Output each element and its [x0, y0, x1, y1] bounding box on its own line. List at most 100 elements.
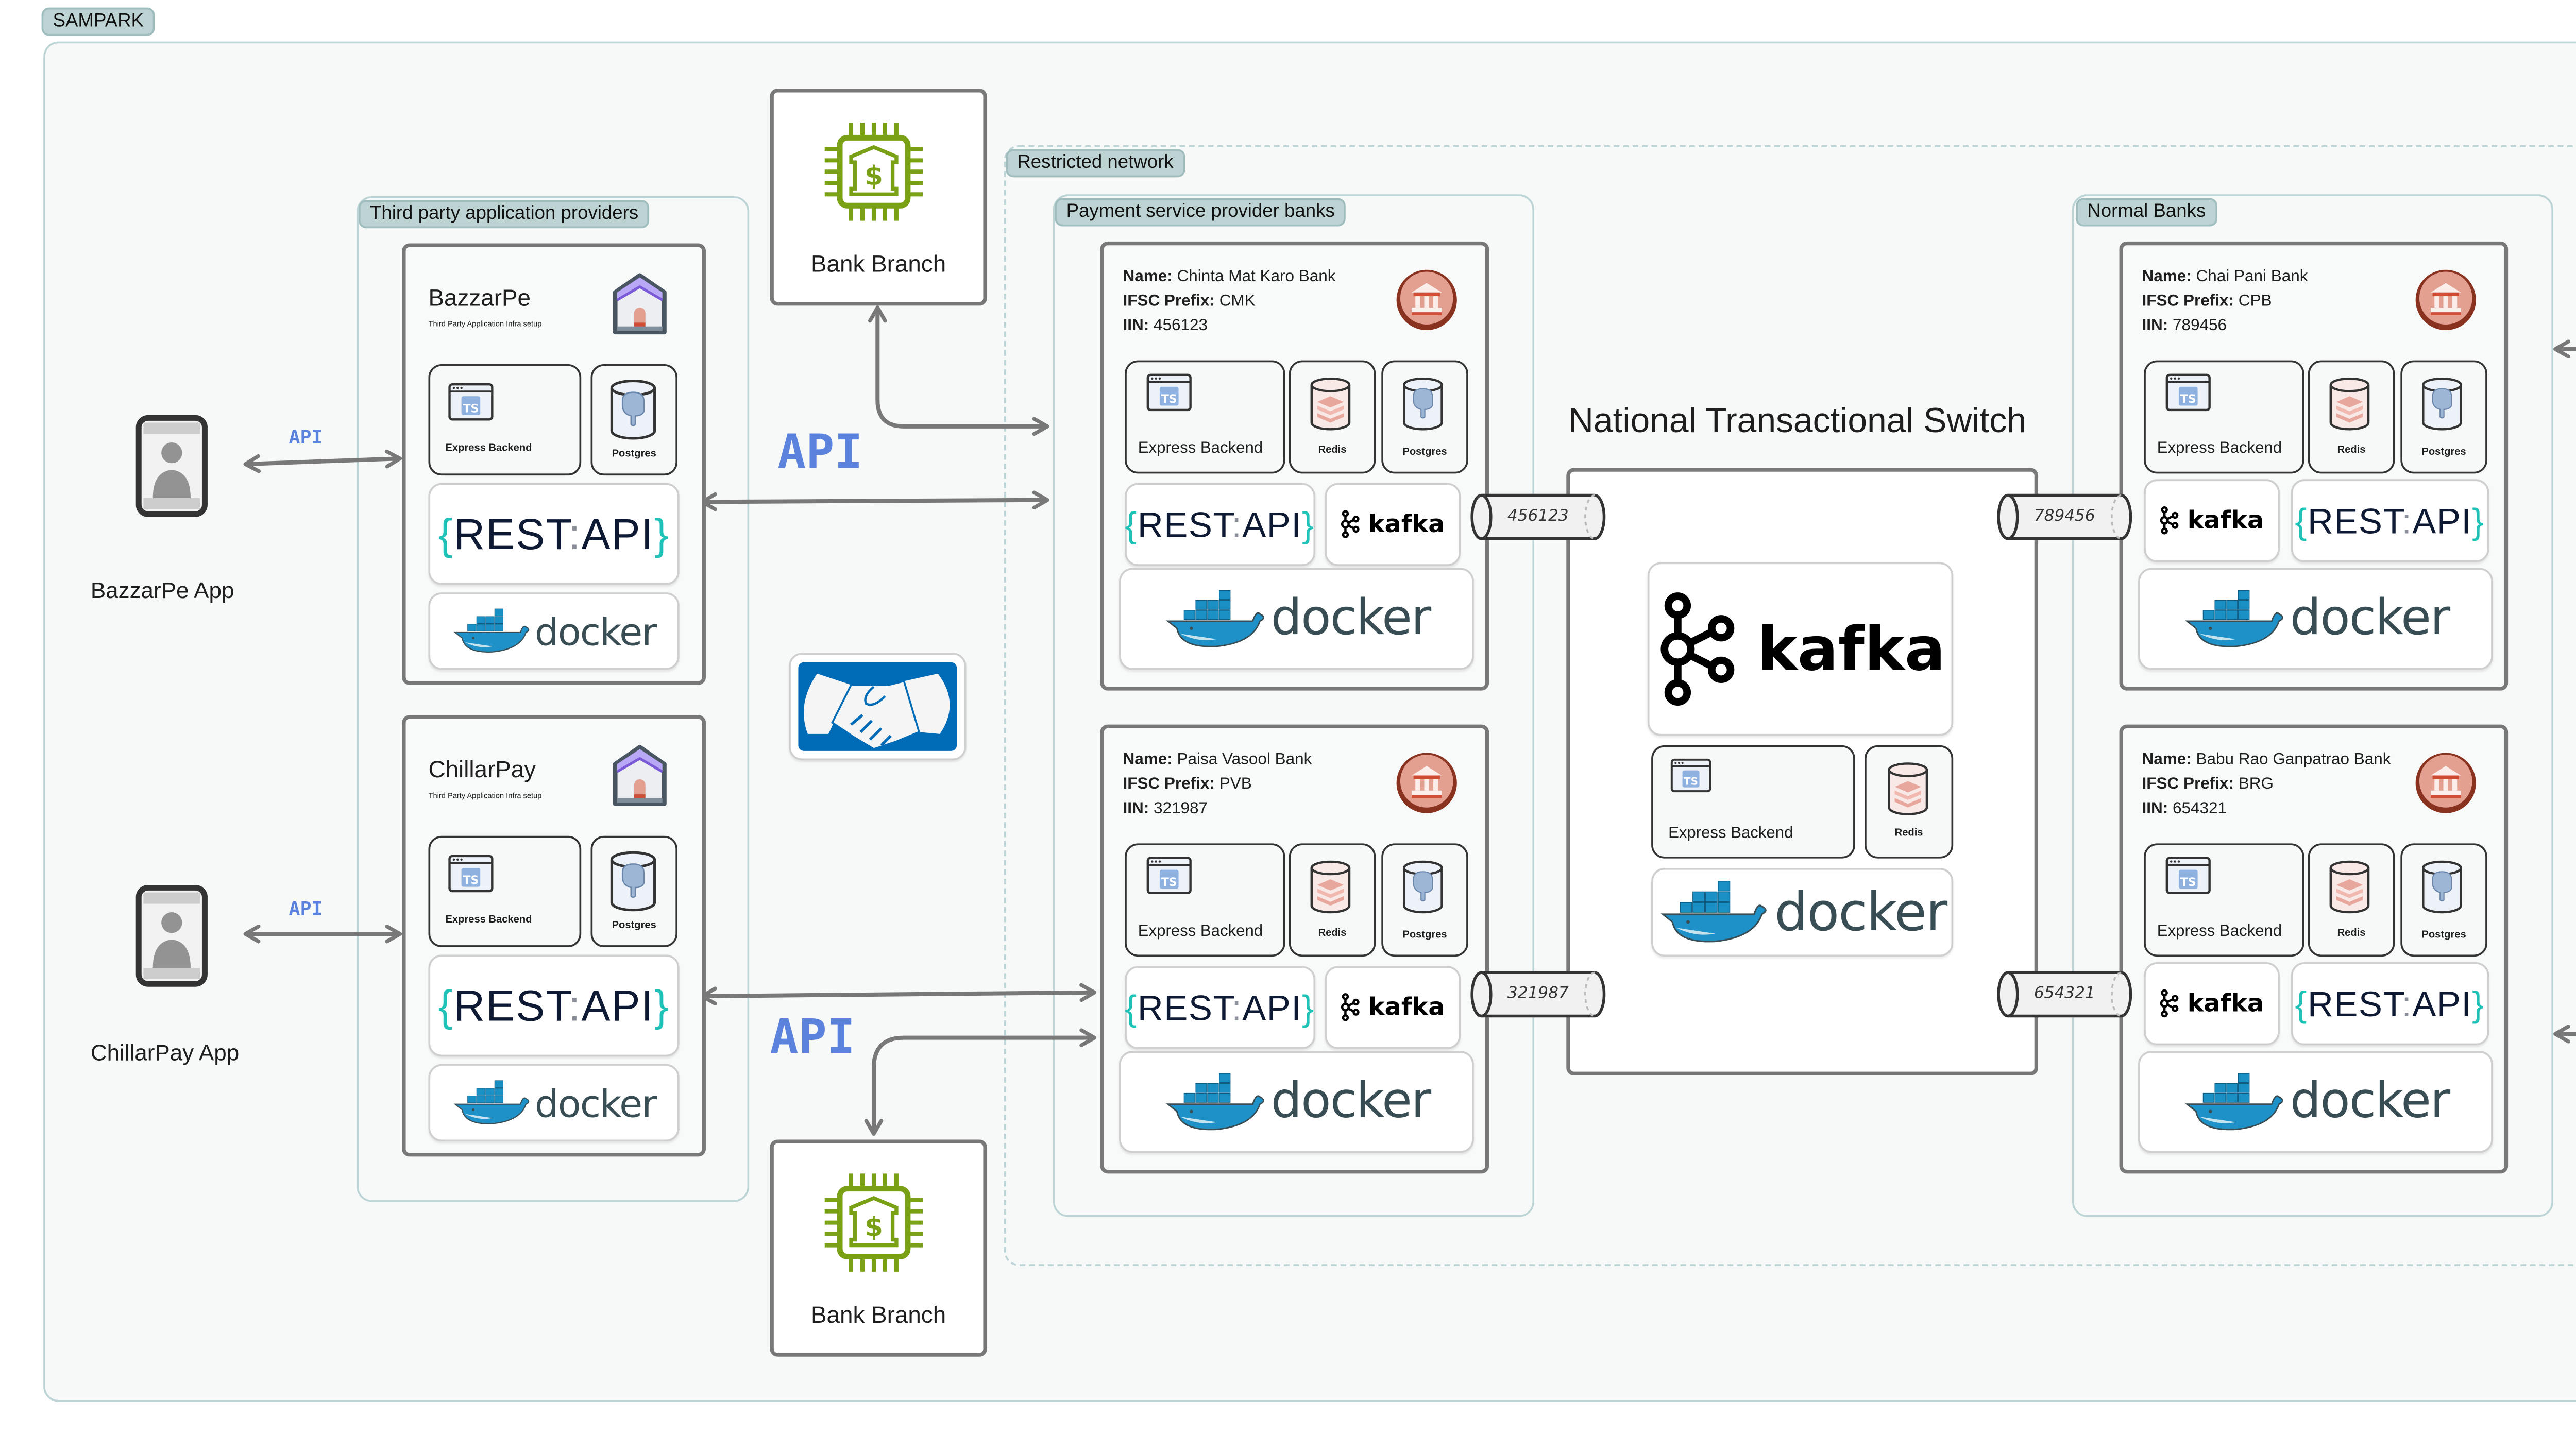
bank-branch-top[interactable]: $Bank Branch: [770, 89, 987, 306]
bank-postgres-label: Postgres: [2421, 930, 2466, 942]
bank-branch-bottom[interactable]: $Bank Branch: [770, 1139, 987, 1357]
rest-api-logo: {REST:API}: [1125, 503, 1315, 544]
bank-kafka-tile: kafka: [1325, 483, 1461, 566]
kafka-text: kafka: [1368, 993, 1445, 1022]
bank-ifsc: BRG: [2238, 773, 2274, 793]
bank-rest-tile: {REST:API}: [2291, 479, 2489, 562]
house-icon: [613, 273, 667, 335]
restricted-network-boundary: [1004, 145, 2576, 1266]
pipe-789456[interactable]: 789456: [1996, 492, 2132, 541]
rest-api-logo: {REST:API}: [1125, 986, 1315, 1027]
tpap-backend-label: Express Backend: [445, 915, 532, 927]
typescript-window-icon: TS: [1670, 758, 1712, 802]
normal-banks-tag: Normal Banks: [2076, 198, 2217, 227]
api-label-chillarpay: API: [289, 900, 323, 921]
bank-ifsc: CMK: [1219, 291, 1256, 310]
bank-backend-label: Express Backend: [2157, 920, 2282, 940]
svg-text:TS: TS: [1684, 776, 1698, 788]
chillarpay-app-label: ChillarPay App: [90, 1039, 240, 1066]
docker-text: docker: [1270, 590, 1431, 647]
diagram-title-tag: SAMPARK: [41, 7, 155, 36]
svg-text:TS: TS: [2180, 876, 2196, 889]
bank-iin: 654321: [2172, 798, 2227, 817]
bank-postgres-tile: Postgres: [1381, 843, 1468, 957]
bank-rest-tile: {REST:API}: [1125, 966, 1316, 1049]
typescript-window-icon: TS: [2164, 857, 2212, 904]
psp-banks-label: Payment service provider banks: [1066, 201, 1335, 223]
bank-docker-tile: docker: [1119, 568, 1474, 670]
bank-redis-label: Redis: [1318, 928, 1347, 940]
bank-iin-key: IIN:: [2142, 315, 2168, 334]
bank-redis-tile: Redis: [2308, 843, 2395, 957]
arrow-bazzarpe-app: [243, 449, 402, 473]
rest-api-logo: {REST:API}: [2295, 500, 2485, 540]
postgres-db-icon: [609, 379, 657, 449]
bank-ifsc-row: IFSC Prefix: CPB: [2142, 288, 2308, 313]
docker-text: docker: [535, 1080, 657, 1125]
docker-text: docker: [1774, 881, 1947, 944]
bank-icon: [2415, 753, 2476, 813]
bank-backend-tile: TS Express Backend: [2144, 843, 2304, 957]
pipe-label: 456123: [1507, 507, 1569, 526]
bank-card-paisa-vasool[interactable]: Name: Paisa Vasool Bank IFSC Prefix: PVB…: [1100, 724, 1489, 1174]
bank-card-chai-pani[interactable]: Name: Chai Pani Bank IFSC Prefix: CPB II…: [2119, 241, 2509, 691]
restricted-network-tag: Restricted network: [1006, 149, 1185, 178]
bank-docker-tile: docker: [2138, 568, 2493, 670]
bank-name-row: Name: Paisa Vasool Bank: [1123, 747, 1312, 772]
pipe-321987[interactable]: 321987: [1470, 970, 1606, 1019]
docker-whale-icon: [454, 1080, 530, 1124]
bank-card-chinta-mat-karo[interactable]: Name: Chinta Mat Karo Bank IFSC Prefix: …: [1100, 241, 1489, 691]
rest-right: API: [1242, 986, 1302, 1027]
tpap-postgres-label: Postgres: [612, 449, 656, 460]
rest-right: API: [1242, 503, 1302, 544]
kafka-logo-icon: [1342, 510, 1361, 539]
docker-text: docker: [2290, 1073, 2450, 1131]
mobile-user-icon: [135, 415, 208, 517]
chillarpay-phone[interactable]: [135, 884, 208, 987]
diagram-title: SAMPARK: [53, 11, 144, 32]
tpap-card-bazzarpe[interactable]: BazzarPe Third Party Application Infra s…: [402, 243, 706, 685]
docker-text: docker: [2290, 590, 2450, 647]
bank-iin: 321987: [1153, 798, 1208, 817]
rest-left: REST: [2308, 983, 2402, 1023]
api-label-bazzarpe: API: [289, 428, 323, 449]
kafka-logo-icon: [2161, 506, 2179, 535]
pipe-456123[interactable]: 456123: [1470, 492, 1606, 541]
restricted-network-label: Restricted network: [1017, 152, 1174, 174]
bank-ifsc-key: IFSC Prefix:: [1123, 291, 1215, 310]
rest-api-logo: {REST:API}: [2295, 983, 2485, 1023]
postgres-db-icon: [1402, 860, 1444, 923]
bank-name-row: Name: Chinta Mat Karo Bank: [1123, 264, 1335, 289]
bank-rest-tile: {REST:API}: [1125, 483, 1316, 566]
rest-right: API: [581, 508, 654, 558]
handshake-tile: [789, 653, 967, 761]
bank-info: Name: Babu Rao Ganpatrao Bank IFSC Prefi…: [2142, 747, 2391, 821]
pipe-icon: [1997, 971, 2132, 1018]
bank-info: Name: Paisa Vasool Bank IFSC Prefix: PVB…: [1123, 747, 1312, 821]
typescript-window-icon: TS: [1145, 373, 1193, 421]
bank-docker-tile: docker: [2138, 1051, 2493, 1153]
pipe-654321[interactable]: 654321: [1996, 970, 2132, 1019]
typescript-window-icon: TS: [447, 855, 495, 902]
tpap-card-chillarpay[interactable]: ChillarPay Third Party Application Infra…: [402, 715, 706, 1157]
bazzarpe-app-label: BazzarPe App: [90, 577, 234, 604]
bazzarpe-phone[interactable]: [135, 415, 208, 517]
bank-postgres-label: Postgres: [1402, 930, 1447, 942]
bank-name-row: Name: Babu Rao Ganpatrao Bank: [2142, 747, 2391, 772]
bank-icon: [1396, 269, 1457, 331]
handshake-icon: [798, 662, 957, 751]
bank-card-babu-rao-ganpatrao[interactable]: Name: Babu Rao Ganpatrao Bank IFSC Prefi…: [2119, 724, 2509, 1174]
rest-left: REST: [453, 508, 569, 558]
bank-iin: 456123: [1153, 315, 1208, 334]
tpap-backend-tile: TS Express Backend: [428, 835, 582, 947]
bank-postgres-tile: Postgres: [2400, 843, 2487, 957]
bank-name-key: Name:: [1123, 266, 1173, 285]
switch-card[interactable]: kafka TS Express Backend Redis docker: [1566, 468, 2039, 1076]
bank-ifsc-key: IFSC Prefix:: [1123, 773, 1215, 793]
postgres-db-icon: [609, 851, 657, 921]
bank-backend-label: Express Backend: [1138, 920, 1263, 940]
kafka-logo-icon: [2161, 989, 2179, 1018]
third-party-tag: Third party application providers: [358, 200, 650, 229]
